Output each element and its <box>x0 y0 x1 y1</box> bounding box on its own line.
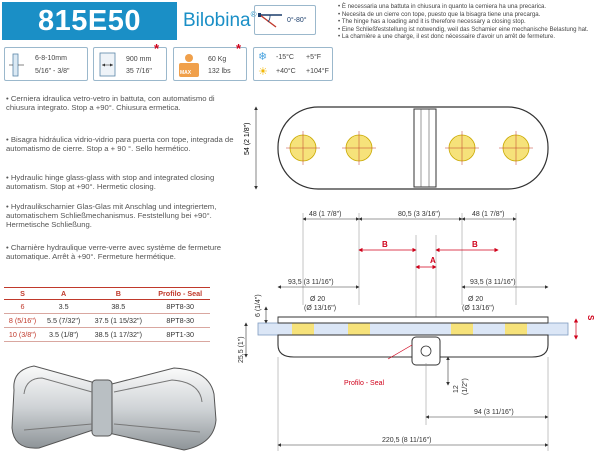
notice-text: The hinge has a loading and it is theref… <box>341 18 526 26</box>
door-swing-icon <box>258 13 282 28</box>
sun-icon: ☀ <box>258 66 268 78</box>
weight-icon <box>179 54 199 77</box>
cell-b: 38.5 <box>86 299 151 314</box>
glass-thickness-box: 6-8-10mm 5/16" - 3/8" <box>4 47 88 81</box>
notice-de: • Eine Schließfeststellung ist notwendig… <box>338 25 589 33</box>
glass-panel-icon <box>9 53 24 77</box>
cell-seal: 8PT8-30 <box>150 313 210 328</box>
table-row: 10 (3/8") 3.5 (1/8") 38.5 (1 17/32") 8PT… <box>4 327 210 342</box>
technical-drawing: 54 (2 1/8") 48 (1 7/8") 80,5 (3 3/16") 4… <box>238 106 595 451</box>
angle-value: 0°-80° <box>287 17 307 24</box>
label-b-right: B <box>472 240 478 249</box>
notice-en: • The hinge has a loading and it is ther… <box>338 18 526 26</box>
description-de: • Hydraulikscharnier Glas-Glas mit Ansch… <box>6 202 217 230</box>
seal-label: Profilo - Seal <box>344 380 385 387</box>
snowflake-icon: ❄ <box>258 51 268 63</box>
dim-94: 94 (3 11/16") <box>474 409 514 416</box>
series-mark: ® <box>250 10 257 19</box>
cell-seal: 8PT1-30 <box>150 327 210 342</box>
dim-93-5-right: 93,5 (3 11/16") <box>470 279 516 286</box>
notice-fr: • La charnière a une charge, il est donc… <box>338 33 556 41</box>
warning-asterisk: * <box>154 41 160 56</box>
series-label: Bilobina <box>183 10 251 31</box>
label-a: A <box>430 256 436 265</box>
opening-angle-box: 0°-80° <box>254 5 316 35</box>
dim-12-inch: (1/2") <box>462 378 469 395</box>
product-code: 815E50 <box>2 2 177 40</box>
dim-220-5: 220,5 (8 11/16") <box>382 437 431 444</box>
door-size-inch: 35 7/16" <box>126 68 152 75</box>
dim-d20-inch-left: (Ø 13/16") <box>304 305 336 312</box>
table-row: 8 (5/16") 5.5 (7/32") 37.5 (1 15/32") 8P… <box>4 313 210 328</box>
notice-es: • Necesita de un cierre con tope, puesto… <box>338 10 541 18</box>
door-size-mm: 900 mm <box>126 56 152 63</box>
hinge-side-view: 48 (1 7/8") 80,5 (3 3/16") 48 (1 7/8") B… <box>238 211 595 451</box>
glass-thickness-inch: 5/16" - 3/8" <box>35 68 70 75</box>
temp-cold-c: -15°C <box>276 54 294 61</box>
cell-a: 3.5 <box>41 299 87 314</box>
cell-s: 8 (5/16") <box>4 313 42 328</box>
load-lbs: 132 lbs <box>208 68 231 75</box>
door-dimension-icon <box>99 52 116 77</box>
cell-a: 3.5 (1/8") <box>41 327 87 342</box>
dim-d20-right: Ø 20 <box>468 296 483 303</box>
table-row: 6 3.5 38.5 8PT8-30 <box>4 299 210 314</box>
description-en: • Hydraulic hinge glass-glass with stop … <box>6 173 215 192</box>
spec-table: S A B Profilo - Seal 6 3.5 38.5 8PT8-30 … <box>4 287 210 342</box>
cell-b: 37.5 (1 15/32") <box>86 313 151 328</box>
load-kg: 60 Kg <box>208 56 227 63</box>
dim-height-label: 54 (2 1/8") <box>244 123 251 155</box>
col-b: B <box>86 287 151 300</box>
description-it: • Cerniera idraulica vetro-vetro in batt… <box>6 94 215 113</box>
load-max-label: MAX <box>180 70 192 76</box>
temp-hot-f: +104°F <box>306 68 329 75</box>
dim-6: 6 (1/4") <box>255 294 262 317</box>
col-seal: Profilo - Seal <box>150 287 210 300</box>
label-b-left: B <box>382 240 388 249</box>
dim-48-right: 48 (1 7/8") <box>472 211 504 218</box>
notice-text: Necesita de un cierre con tope, puesto q… <box>341 10 541 18</box>
dim-25-5: 25,5 (1") <box>238 336 245 363</box>
preload-notice: • È necessaria una battuta in chiusura i… <box>338 3 598 41</box>
load-warning-asterisk: * <box>236 41 242 56</box>
temperature-box: ❄ ☀ -15°C +5°F +40°C +104°F <box>253 47 333 81</box>
col-a: A <box>41 287 87 300</box>
dim-93-5-left: 93,5 (3 11/16") <box>288 279 334 286</box>
cell-b: 38.5 (1 17/32") <box>86 327 151 342</box>
load-box: MAX 60 Kg 132 lbs * <box>173 41 247 81</box>
dim-48-left: 48 (1 7/8") <box>309 211 341 218</box>
cell-seal: 8PT8-30 <box>150 299 210 314</box>
label-s: S <box>586 315 595 321</box>
door-size-box: 900 mm 35 7/16" * <box>93 41 167 81</box>
temp-cold-f: +5°F <box>306 54 322 61</box>
hinge-product-illustration <box>11 365 217 451</box>
col-s: S <box>4 287 42 300</box>
notice-text: La charnière a une charge, il est donc n… <box>341 33 556 41</box>
dim-12: 12 <box>453 385 460 393</box>
cell-a: 5.5 (7/32") <box>41 313 87 328</box>
description-es: • Bisagra hidráulica vidrio-vidrio para … <box>6 135 234 154</box>
cell-s: 10 (3/8") <box>4 327 42 342</box>
table-header-row: S A B Profilo - Seal <box>4 287 210 300</box>
glass-thickness-mm: 6-8-10mm <box>35 55 67 62</box>
temp-hot-c: +40°C <box>276 68 296 75</box>
notice-it: • È necessaria una battuta in chiusura i… <box>338 3 547 10</box>
hinge-top-view: 54 (2 1/8") <box>244 106 549 190</box>
cell-s: 6 <box>4 299 42 314</box>
description-fr: • Charnière hydraulique verre-verre avec… <box>6 243 222 262</box>
series-name: Bilobina® <box>183 10 257 32</box>
dim-80-5: 80,5 (3 3/16") <box>398 211 440 218</box>
dim-d20-left: Ø 20 <box>310 296 325 303</box>
notice-text: È necessaria una battuta in chiusura in … <box>341 3 547 10</box>
notice-text: Eine Schließfeststellung ist notwendig, … <box>341 25 589 33</box>
dim-d20-inch-right: (Ø 13/16") <box>462 305 494 312</box>
